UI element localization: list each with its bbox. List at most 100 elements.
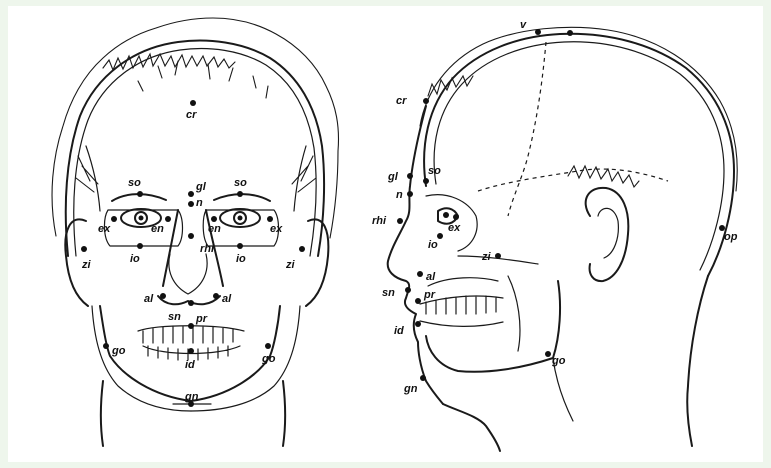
- frontal-hair-strands: [138, 61, 268, 98]
- profile-label-pr: pr: [423, 289, 436, 301]
- frontal-dot-id: [188, 348, 194, 354]
- frontal-nasal-cavity: [169, 254, 207, 294]
- frontal-dot-io-l: [237, 243, 243, 249]
- frontal-dot-al-l: [213, 293, 219, 299]
- profile-label-io: io: [428, 239, 438, 251]
- frontal-label-sn: sn: [168, 311, 181, 323]
- frontal-temple-hair-l: [292, 156, 316, 192]
- profile-ear: [586, 188, 629, 281]
- frontal-dot-ex-l: [267, 216, 273, 222]
- profile-label-al: al: [426, 271, 436, 283]
- frontal-label-pr: pr: [195, 313, 208, 325]
- frontal-dot-so-r: [137, 191, 143, 197]
- frontal-dot-gl: [188, 191, 194, 197]
- frontal-label-al-r: al: [144, 293, 154, 305]
- profile-skull-inner: [434, 42, 724, 270]
- profile-label-id: id: [394, 325, 404, 337]
- frontal-label-rhi: rhi: [200, 243, 215, 255]
- frontal-label-io-r: io: [130, 253, 140, 265]
- profile-hair-outline: [420, 27, 737, 191]
- profile-dot-zi: [495, 253, 501, 259]
- frontal-label-cr: cr: [186, 109, 197, 121]
- frontal-dot-pr: [188, 323, 194, 329]
- profile-label-n: n: [396, 189, 403, 201]
- profile-dot-so: [423, 178, 429, 184]
- frontal-label-n: n: [196, 197, 203, 209]
- frontal-label-en-r: en: [151, 223, 164, 235]
- frontal-label-id: id: [185, 359, 195, 371]
- frontal-dot-cr: [190, 100, 196, 106]
- profile-label-sn: sn: [382, 287, 395, 299]
- frontal-view: [52, 18, 338, 446]
- profile-dot-gl: [407, 173, 413, 179]
- frontal-pupil-l: [238, 216, 243, 221]
- profile-view: [388, 27, 738, 451]
- frontal-label-gl: gl: [195, 181, 207, 193]
- profile-skull-outer: [424, 34, 734, 276]
- profile-dot-al: [417, 271, 423, 277]
- profile-neck-front: [443, 404, 500, 451]
- frontal-label-so-l: so: [234, 177, 247, 189]
- frontal-label-gn: gn: [184, 391, 199, 403]
- profile-label-so: so: [428, 165, 441, 177]
- profile-dot-v-b: [567, 30, 573, 36]
- profile-dot-rhi: [397, 218, 403, 224]
- profile-label-zi: zi: [481, 251, 492, 263]
- profile-label-v: v: [520, 19, 527, 31]
- frontal-ear-l: [306, 219, 328, 306]
- frontal-label-go-l: go: [261, 353, 276, 365]
- frontal-dot-al-r: [160, 293, 166, 299]
- frontal-dot-go-r: [103, 343, 109, 349]
- profile-dot-io: [437, 233, 443, 239]
- anthropometric-diagram: cr gl so so n ex en en ex zi zi io io rh…: [8, 6, 763, 462]
- profile-hair-back: [568, 166, 639, 187]
- profile-label-ex: ex: [448, 222, 461, 234]
- profile-label-go: go: [551, 355, 566, 367]
- frontal-dot-sn: [188, 300, 194, 306]
- profile-mandible-ramus: [508, 276, 520, 351]
- profile-pupil: [443, 212, 449, 218]
- profile-dot-go: [545, 351, 551, 357]
- frontal-label-so-r: so: [128, 177, 141, 189]
- frontal-dot-ex-r: [111, 216, 117, 222]
- profile-dot-id: [415, 321, 421, 327]
- profile-mandible: [426, 281, 560, 372]
- frontal-dot-zi-r: [81, 246, 87, 252]
- frontal-label-go-r: go: [111, 345, 126, 357]
- frontal-dot-en-r: [165, 216, 171, 222]
- profile-dot-gn: [420, 375, 426, 381]
- profile-dot-ex: [453, 214, 459, 220]
- profile-dot-sn: [405, 287, 411, 293]
- frontal-label-io-l: io: [236, 253, 246, 265]
- profile-label-cr: cr: [396, 95, 407, 107]
- frontal-pupil-r: [139, 216, 144, 221]
- profile-jaw-neck: [553, 358, 573, 421]
- profile-dot-v-a: [535, 29, 541, 35]
- frontal-orbit-r: [104, 210, 182, 246]
- profile-label-gn: gn: [403, 383, 418, 395]
- frontal-label-en-l: en: [208, 223, 221, 235]
- diagram-svg: cr gl so so n ex en en ex zi zi io io rh…: [8, 6, 763, 462]
- profile-ear-inner: [598, 208, 618, 258]
- frontal-dot-n: [188, 201, 194, 207]
- frontal-dot-zi-l: [299, 246, 305, 252]
- frontal-label-ex-l: ex: [270, 223, 283, 235]
- frontal-dot-io-r: [137, 243, 143, 249]
- profile-dot-cr: [423, 98, 429, 104]
- frontal-dot-so-l: [237, 191, 243, 197]
- frontal-label-zi-l: zi: [285, 259, 296, 271]
- profile-coronal-suture: [508, 42, 546, 216]
- profile-dot-pr: [415, 298, 421, 304]
- profile-label-op: op: [724, 231, 738, 243]
- profile-maxilla: [428, 278, 498, 286]
- frontal-label-zi-r: zi: [81, 259, 92, 271]
- frontal-dot-en-l: [211, 216, 217, 222]
- profile-dot-n: [407, 191, 413, 197]
- frontal-label-al-l: al: [222, 293, 232, 305]
- frontal-dot-go-l: [265, 343, 271, 349]
- profile-label-rhi: rhi: [372, 215, 387, 227]
- frontal-dot-rhi: [188, 233, 194, 239]
- frontal-temple-l: [294, 146, 306, 211]
- profile-label-gl: gl: [387, 171, 399, 183]
- frontal-label-ex-r: ex: [98, 223, 111, 235]
